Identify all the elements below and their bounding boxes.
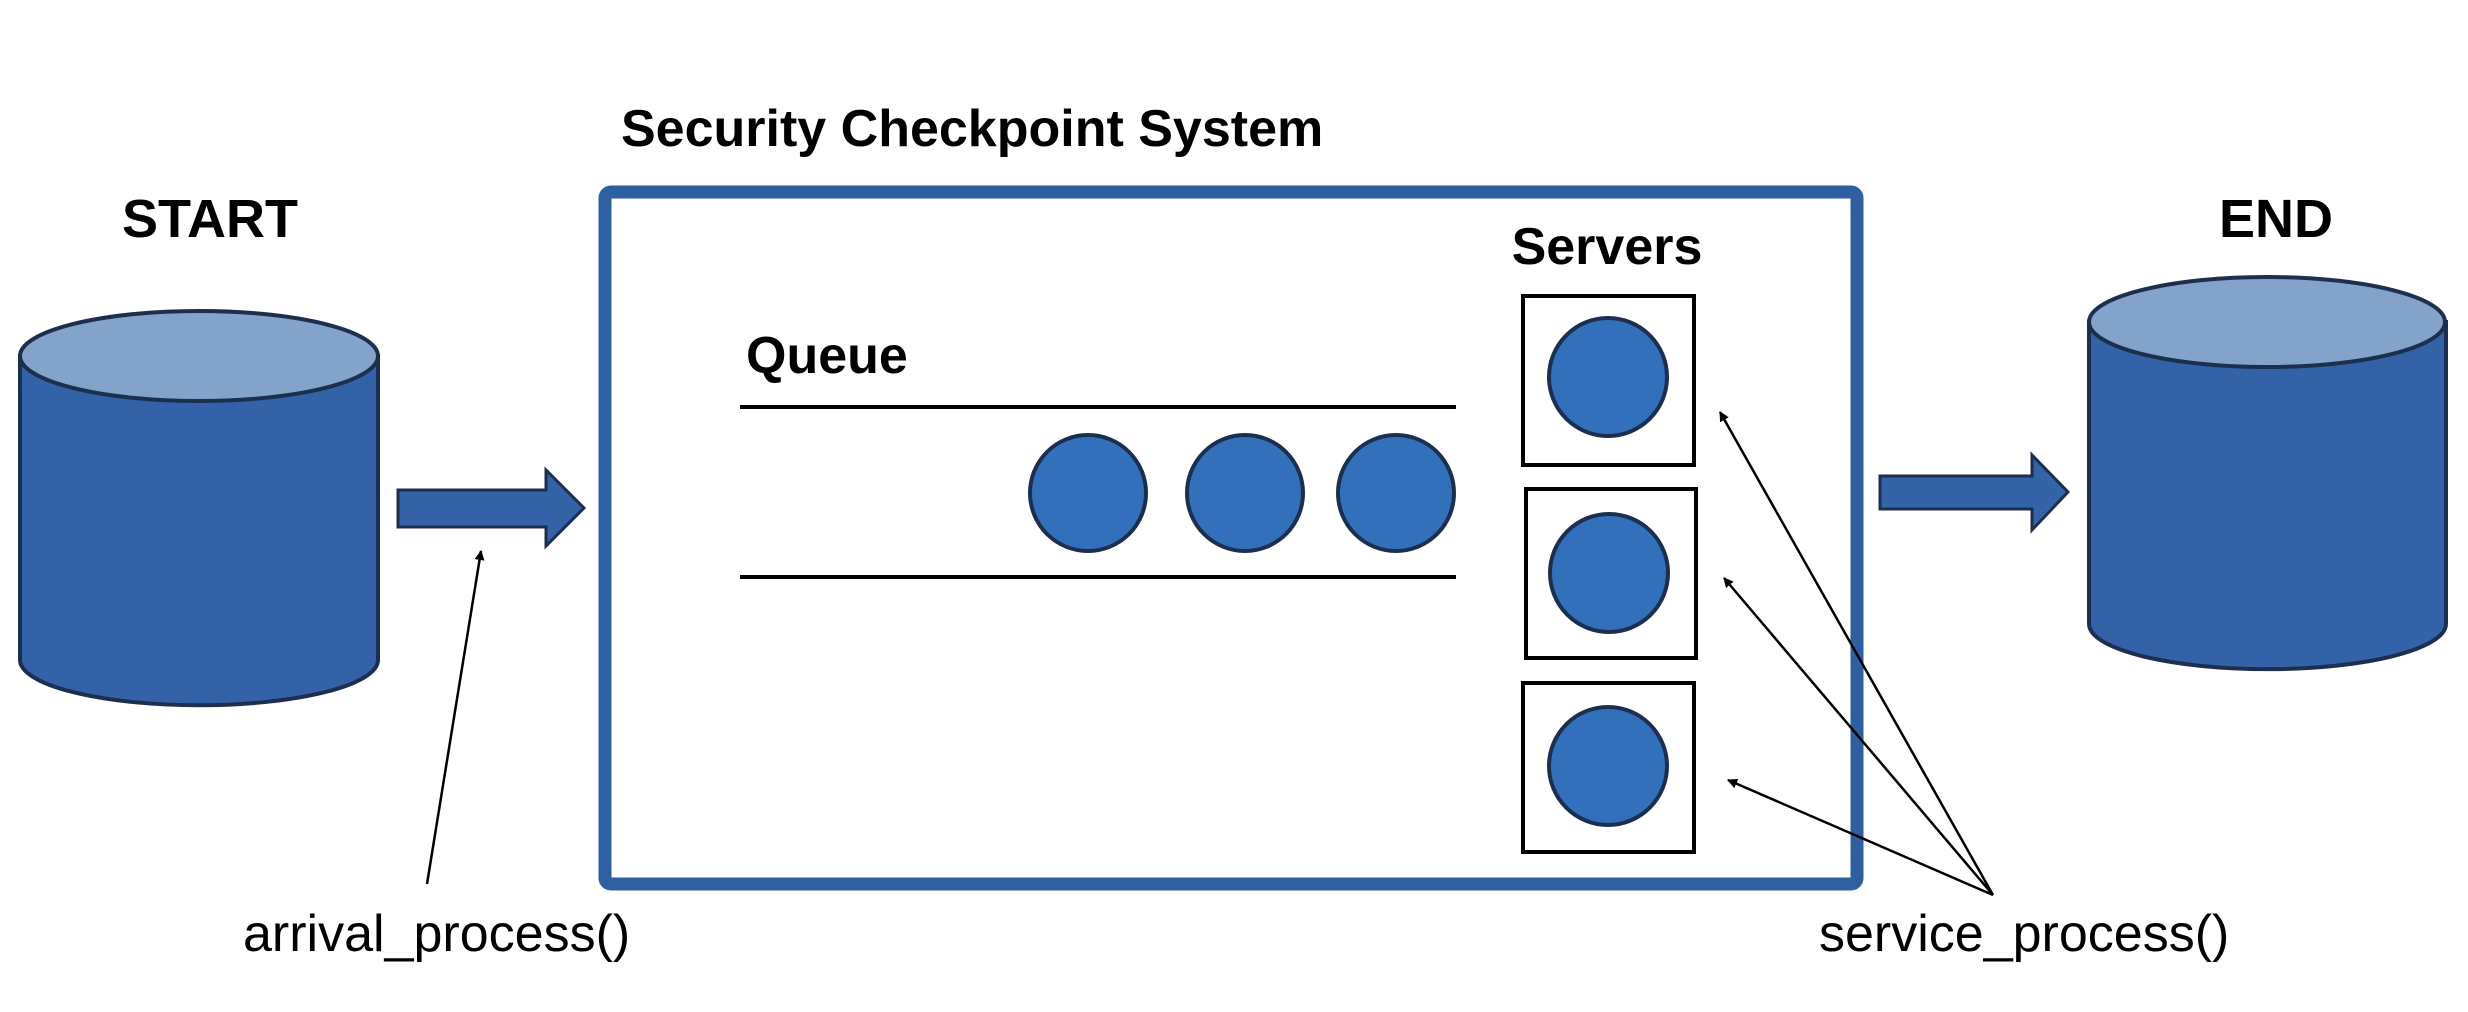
queue-customers: [1028, 433, 1456, 553]
servers-label: Servers: [1512, 218, 1703, 276]
arrival-process-pointer: [425, 550, 485, 885]
server-2-customer: [1548, 512, 1670, 634]
server-2: [1524, 487, 1698, 660]
queue-customer: [1336, 433, 1456, 553]
server-1: [1521, 294, 1696, 467]
output-flow-arrow-icon: [1878, 451, 2071, 534]
queue-customer: [1028, 433, 1148, 553]
server-3: [1521, 681, 1696, 854]
start-label: START: [122, 189, 298, 249]
queue-customer: [1185, 433, 1305, 553]
service-process-pointers: [1718, 411, 1995, 897]
end-label: END: [2219, 189, 2333, 249]
service-process-label: service_process(): [1819, 905, 2229, 963]
end-database-icon: [2087, 275, 2448, 672]
server-1-customer: [1547, 316, 1669, 438]
arrival-process-label: arrival_process(): [243, 905, 630, 963]
queue-label: Queue: [746, 327, 908, 385]
system-title: Security Checkpoint System: [621, 100, 1323, 158]
start-database-icon: [18, 309, 380, 708]
server-3-customer: [1547, 705, 1669, 827]
input-flow-arrow-icon: [396, 466, 587, 550]
